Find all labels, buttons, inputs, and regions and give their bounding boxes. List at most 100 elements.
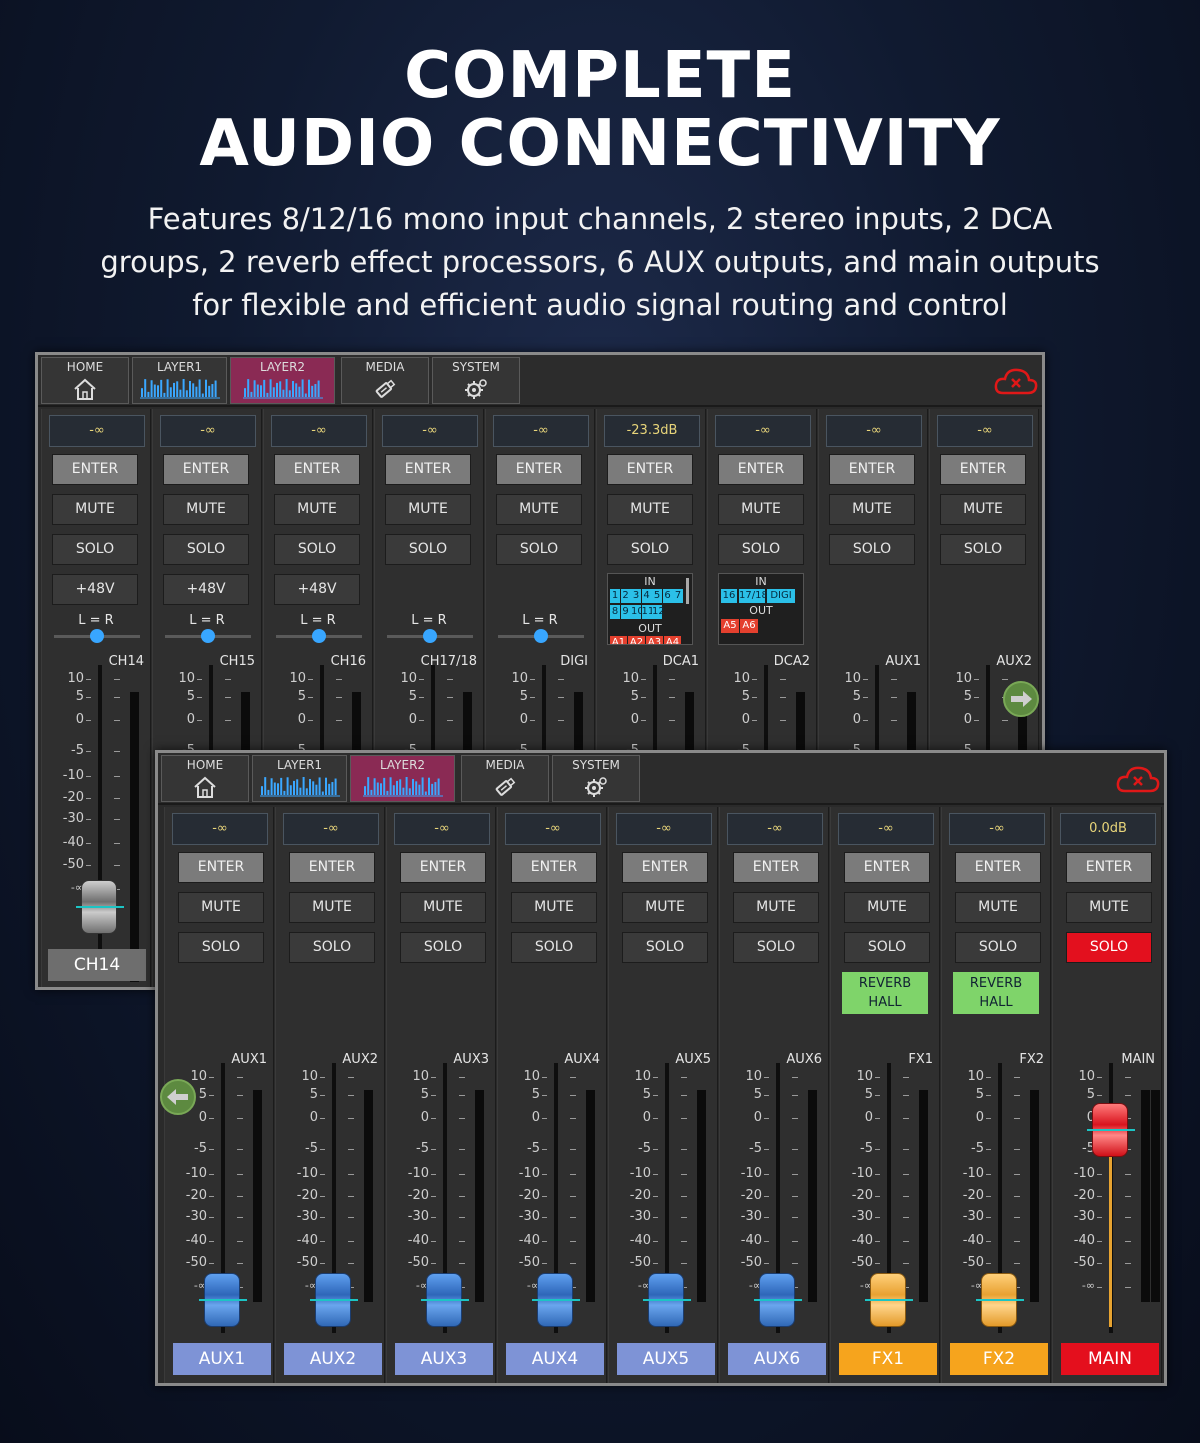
tab-media[interactable]: MEDIA xyxy=(461,755,549,802)
routing-output-cell[interactable]: A2 xyxy=(628,636,645,644)
fader-track[interactable] xyxy=(332,1063,336,1333)
routing-input-cell[interactable]: DIGI xyxy=(767,589,795,603)
mute-button[interactable]: MUTE xyxy=(622,892,708,923)
routing-output-cell[interactable]: A3 xyxy=(646,636,663,644)
mute-button[interactable]: MUTE xyxy=(940,494,1026,525)
routing-input-cell[interactable]: 5 xyxy=(652,589,662,603)
fader-track[interactable] xyxy=(98,665,102,965)
enter-button[interactable]: ENTER xyxy=(718,454,804,485)
cloud-disconnected-icon[interactable] xyxy=(1115,763,1161,795)
fader-handle[interactable] xyxy=(643,1273,691,1327)
routing-output-cell[interactable]: A4 xyxy=(664,636,681,644)
solo-button[interactable]: SOLO xyxy=(607,534,693,565)
solo-button[interactable]: SOLO xyxy=(400,932,486,963)
channel-select-button[interactable]: AUX5 xyxy=(617,1343,715,1375)
mute-button[interactable]: MUTE xyxy=(163,494,249,525)
channel-select-button[interactable]: AUX2 xyxy=(284,1343,382,1375)
mute-button[interactable]: MUTE xyxy=(733,892,819,923)
solo-button[interactable]: SOLO xyxy=(829,534,915,565)
enter-button[interactable]: ENTER xyxy=(385,454,471,485)
routing-output-cell[interactable]: A1 xyxy=(610,636,627,644)
routing-input-cell[interactable]: 2 xyxy=(620,589,631,603)
solo-button[interactable]: SOLO xyxy=(274,534,360,565)
solo-button[interactable]: SOLO xyxy=(718,534,804,565)
mute-button[interactable]: MUTE xyxy=(289,892,375,923)
phantom-power-button[interactable]: +48V xyxy=(274,574,360,605)
solo-button[interactable]: SOLO xyxy=(163,534,249,565)
mute-button[interactable]: MUTE xyxy=(178,892,264,923)
solo-button[interactable]: SOLO xyxy=(289,932,375,963)
enter-button[interactable]: ENTER xyxy=(274,454,360,485)
phantom-power-button[interactable]: +48V xyxy=(52,574,138,605)
pan-knob[interactable] xyxy=(534,629,548,643)
channel-select-button[interactable]: AUX3 xyxy=(395,1343,493,1375)
mute-button[interactable]: MUTE xyxy=(496,494,582,525)
solo-button[interactable]: SOLO xyxy=(844,932,930,963)
solo-button[interactable]: SOLO xyxy=(1066,932,1152,963)
mute-button[interactable]: MUTE xyxy=(385,494,471,525)
enter-button[interactable]: ENTER xyxy=(511,852,597,883)
routing-output-cell[interactable]: A5 xyxy=(721,619,739,633)
enter-button[interactable]: ENTER xyxy=(1066,852,1152,883)
tab-home[interactable]: HOME xyxy=(161,755,249,802)
routing-input-cell[interactable]: 9 xyxy=(620,605,631,619)
channel-select-button[interactable]: MAIN xyxy=(1061,1343,1159,1375)
fader-handle[interactable] xyxy=(421,1273,469,1327)
mute-button[interactable]: MUTE xyxy=(52,494,138,525)
solo-button[interactable]: SOLO xyxy=(733,932,819,963)
enter-button[interactable]: ENTER xyxy=(163,454,249,485)
prev-page-arrow-icon[interactable] xyxy=(160,1079,196,1115)
mute-button[interactable]: MUTE xyxy=(274,494,360,525)
enter-button[interactable]: ENTER xyxy=(622,852,708,883)
fader-track[interactable] xyxy=(776,1063,780,1333)
mute-button[interactable]: MUTE xyxy=(1066,892,1152,923)
enter-button[interactable]: ENTER xyxy=(733,852,819,883)
solo-button[interactable]: SOLO xyxy=(511,932,597,963)
tab-layer1[interactable]: LAYER1 xyxy=(132,357,227,404)
fader-track[interactable] xyxy=(665,1063,669,1333)
pan-knob[interactable] xyxy=(201,629,215,643)
mute-button[interactable]: MUTE xyxy=(511,892,597,923)
fader-track[interactable] xyxy=(221,1063,225,1333)
fader-handle[interactable] xyxy=(199,1273,247,1327)
fader-handle[interactable] xyxy=(1087,1103,1135,1157)
tab-system[interactable]: SYSTEM xyxy=(552,755,640,802)
channel-select-button[interactable]: AUX6 xyxy=(728,1343,826,1375)
channel-select-button[interactable]: AUX1 xyxy=(173,1343,271,1375)
pan-knob[interactable] xyxy=(90,629,104,643)
solo-button[interactable]: SOLO xyxy=(52,534,138,565)
channel-select-button[interactable]: FX2 xyxy=(950,1343,1048,1375)
routing-output-cell[interactable]: A6 xyxy=(740,619,758,633)
mute-button[interactable]: MUTE xyxy=(829,494,915,525)
routing-input-cell[interactable]: 10 xyxy=(631,605,644,619)
fader-handle[interactable] xyxy=(976,1273,1024,1327)
selected-channel-label[interactable]: CH14 xyxy=(48,949,146,981)
enter-button[interactable]: ENTER xyxy=(955,852,1041,883)
enter-button[interactable]: ENTER xyxy=(289,852,375,883)
routing-input-cell[interactable]: 8 xyxy=(610,605,620,619)
mute-button[interactable]: MUTE xyxy=(955,892,1041,923)
channel-select-button[interactable]: FX1 xyxy=(839,1343,937,1375)
fader-handle[interactable] xyxy=(865,1273,913,1327)
tab-media[interactable]: MEDIA xyxy=(341,357,429,404)
solo-button[interactable]: SOLO xyxy=(385,534,471,565)
tab-layer2[interactable]: LAYER2 xyxy=(350,755,455,802)
fader-handle[interactable] xyxy=(310,1273,358,1327)
tab-layer1[interactable]: LAYER1 xyxy=(252,755,347,802)
cloud-disconnected-icon[interactable] xyxy=(993,365,1039,397)
enter-button[interactable]: ENTER xyxy=(496,454,582,485)
next-page-arrow-icon[interactable] xyxy=(1003,681,1039,717)
solo-button[interactable]: SOLO xyxy=(622,932,708,963)
fader-handle[interactable] xyxy=(532,1273,580,1327)
solo-button[interactable]: SOLO xyxy=(940,534,1026,565)
tab-system[interactable]: SYSTEM xyxy=(432,357,520,404)
enter-button[interactable]: ENTER xyxy=(400,852,486,883)
routing-input-cell[interactable]: 4 xyxy=(641,589,652,603)
mute-button[interactable]: MUTE xyxy=(844,892,930,923)
routing-input-cell[interactable]: 3 xyxy=(631,589,641,603)
phantom-power-button[interactable]: +48V xyxy=(163,574,249,605)
